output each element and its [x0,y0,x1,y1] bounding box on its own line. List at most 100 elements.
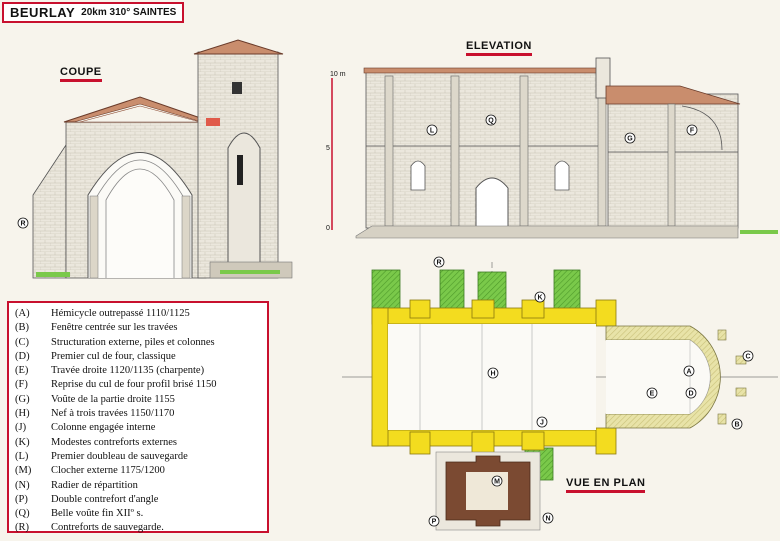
legend-key: (C) [15,336,29,348]
legend-text: Reprise du cul de four profil brisé 1150 [51,379,217,391]
legend-row: (P) Double contrefort d'angle [15,493,261,507]
legend-row: (H) Nef à trois travées 1150/1170 [15,407,261,421]
plan-marker-e [646,387,658,399]
legend-text: Premier cul de four, classique [51,350,176,362]
legend-text: Radier de répartition [51,479,138,491]
legend-key: (L) [15,450,29,462]
plan-marker-j-label: J [540,420,544,427]
plan-marker-b [731,418,743,430]
plan-drawing: R K H J A C E D B M P N [342,256,778,531]
elevation-title-text: ELEVATION [466,40,532,52]
legend-row: (A) Hémicycle outrepassé 1110/1125 [15,307,261,321]
scale-mid: 5 [326,145,330,152]
plan-marker-h [487,367,499,379]
legend-text: Double contrefort d'angle [51,493,159,505]
elev-marker-l [426,124,438,136]
elevation-underline [466,53,532,56]
legend-key: (N) [15,479,30,491]
legend-row: (E) Travée droite 1120/1135 (charpente) [15,364,261,378]
legend-row: (K) Modestes contreforts externes [15,436,261,450]
legend-box: (A) Hémicycle outrepassé 1110/1125 (B) Fen… [7,301,269,533]
legend-key: (J) [15,422,27,434]
elev-marker-l-label: L [430,128,435,135]
elev-marker-q [485,114,497,126]
title-banner: BEURLAY 20km 310° SAINTES [2,2,185,23]
legend-text: Fenêtre centrée sur les travées [51,322,178,334]
plan-marker-n [542,512,554,524]
legend-key: (P) [15,493,28,505]
plan-marker-d-label: D [688,391,693,398]
legend-key: (E) [15,365,29,377]
legend-key: (H) [15,408,30,420]
elevation-title: ELEVATION [466,40,532,56]
plan-marker-k [534,291,546,303]
legend-row: (F) Reprise du cul de four profil brisé 1… [15,378,261,392]
plan-underline [566,490,646,493]
elev-marker-f [686,124,698,136]
place-name: BEURLAY [10,5,76,20]
legend-row: (J) Colonne engagée interne [15,421,261,435]
legend-row: (G) Voûte de la partie droite 1155 [15,393,261,407]
plan-marker-n-label: N [545,516,550,523]
legend-row: (M)Clocher externe 1175/1200 [15,464,261,478]
plan-marker-p [428,515,440,527]
plan-marker-e-label: E [650,391,655,398]
plan-marker-m [491,475,503,487]
legend-text: Clocher externe 1175/1200 [51,465,165,477]
plan-marker-k-label: K [537,295,542,302]
legend-key: (A) [15,308,30,319]
elev-marker-g [624,132,636,144]
elev-marker-q-label: Q [488,118,494,125]
legend-row: (R)Contreforts de sauvegarde. [15,521,261,535]
plan-markers: R K H J A C E D B M P N [428,256,754,527]
legend-row: (B) Fenêtre centrée sur les travées [15,321,261,335]
elev-marker-f-label: F [690,128,695,135]
legend-text: Belle voûte fin XIIº s. [51,508,144,520]
coupe-marker-r [17,217,29,229]
plan-marker-b-label: B [734,422,739,429]
plan-marker-m-label: M [494,479,500,486]
legend-text: Voûte de la partie droite 1155 [51,393,175,405]
legend-text: Modestes contreforts externes [51,436,177,448]
legend-row: (L)Premier doubleau de sauvegarde [15,450,261,464]
plan-marker-r [433,256,445,268]
plan-marker-a-label: A [686,369,691,376]
plan-title: VUE EN PLAN [566,477,646,493]
plan-marker-d [685,387,697,399]
legend-text: Hémicycle outrepassé 1110/1125 [51,308,190,319]
legend-text: Colonne engagée interne [51,422,156,434]
plan-marker-a [683,365,695,377]
elevation-drawing: 10 m 5 0 [326,57,778,239]
scale-top: 10 m [330,71,346,78]
legend-text: Travée droite 1120/1135 (charpente) [51,365,205,377]
legend-row: (Q) Belle voûte fin XIIº s. [15,507,261,521]
place-info: 20km 310° SAINTES [81,7,177,18]
plan-marker-c [742,350,754,362]
plan-marker-h-label: H [490,371,495,378]
plan-title-text: VUE EN PLAN [566,477,646,489]
coupe-title-text: COUPE [60,66,102,78]
coupe-drawing: R [17,39,293,279]
legend-row: (D) Premier cul de four, classique [15,350,261,364]
legend-text: Structuration externe, piles et colonnes [51,336,215,348]
coupe-title: COUPE [60,66,102,82]
legend-key: (K) [15,436,30,448]
legend-text: Nef à trois travées 1150/1170 [51,408,175,420]
coupe-underline [60,79,102,82]
plan-marker-j [536,416,548,428]
legend-row: (C) Structuration externe, piles et colon… [15,336,261,350]
scale-zero: 0 [326,225,330,232]
legend-key: (B) [15,322,29,334]
coupe-marker-r-label: R [20,221,25,228]
legend-key: (G) [15,393,30,405]
legend-row: (N) Radier de répartition [15,479,261,493]
legend-key: (D) [15,350,30,362]
legend-key: (R) [15,522,29,534]
legend-key: (Q) [15,508,30,520]
plan-marker-p-label: P [432,519,437,526]
legend-key: (F) [15,379,28,391]
elevation-markers: L Q G F [426,114,698,144]
elev-marker-g-label: G [627,136,633,143]
plan-marker-r-label: R [436,260,441,267]
